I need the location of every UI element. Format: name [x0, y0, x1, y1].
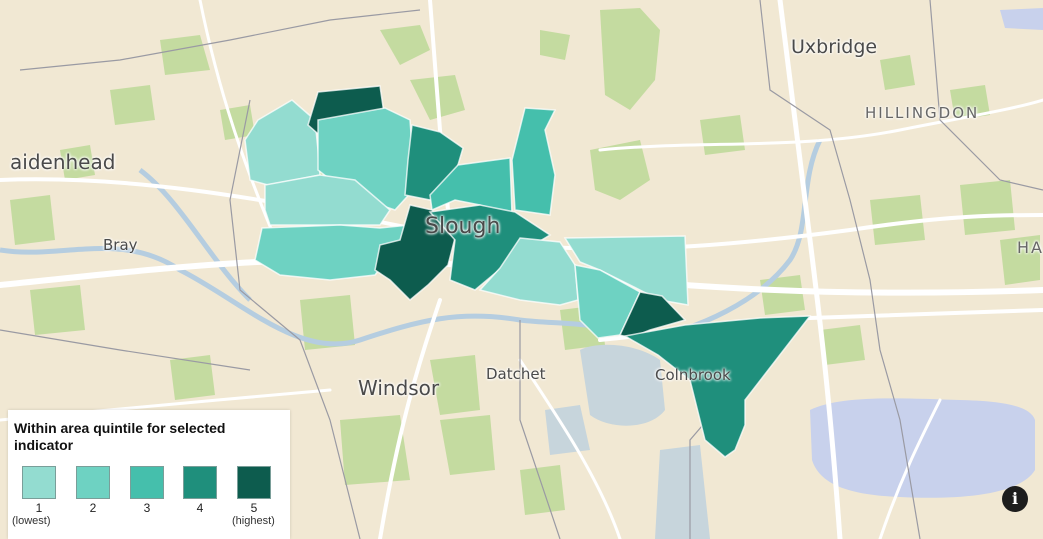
area-q3[interactable] [429, 157, 513, 217]
place-label-windsor: Windsor [358, 376, 440, 400]
legend-label-3: 3 [143, 501, 151, 515]
water-bodies [545, 8, 1043, 539]
place-label-datchet: Datchet [486, 365, 546, 383]
place-label-maidenhead: aidenhead [10, 150, 116, 174]
legend-swatch-4 [183, 466, 217, 499]
area-q1[interactable] [264, 174, 391, 226]
legend-label-1: 1 [35, 501, 43, 515]
area-q1[interactable] [478, 237, 579, 306]
place-label-uxbridge: Uxbridge [791, 36, 878, 58]
legend-swatch-1 [22, 466, 56, 499]
legend-label-5: 5 [250, 501, 258, 515]
place-label-slough: Slough [425, 214, 501, 239]
area-q3[interactable] [511, 107, 557, 216]
legend-swatch-3 [130, 466, 164, 499]
legend-label-2: 2 [89, 501, 97, 515]
info-icon[interactable]: i [1002, 486, 1028, 512]
place-label-colnbrook: Colnbrook [655, 366, 731, 384]
legend-sub-highest: (highest) [232, 515, 275, 527]
place-label-bray: Bray [103, 236, 138, 254]
place-label-hillingdon: HILLINGDON [865, 104, 980, 122]
map-legend: Within area quintile for selected indica… [8, 410, 290, 539]
area-q4[interactable] [622, 315, 812, 458]
choropleth-areas [244, 85, 812, 458]
legend-title: Within area quintile for selected indica… [14, 420, 226, 453]
legend-label-4: 4 [196, 501, 204, 515]
area-q5[interactable] [618, 291, 687, 339]
legend-swatch-2 [76, 466, 110, 499]
green-areas [10, 8, 1040, 515]
place-label-ha: HA [1017, 238, 1043, 257]
legend-sub-lowest: (lowest) [12, 515, 51, 527]
legend-swatch-5 [237, 466, 271, 499]
